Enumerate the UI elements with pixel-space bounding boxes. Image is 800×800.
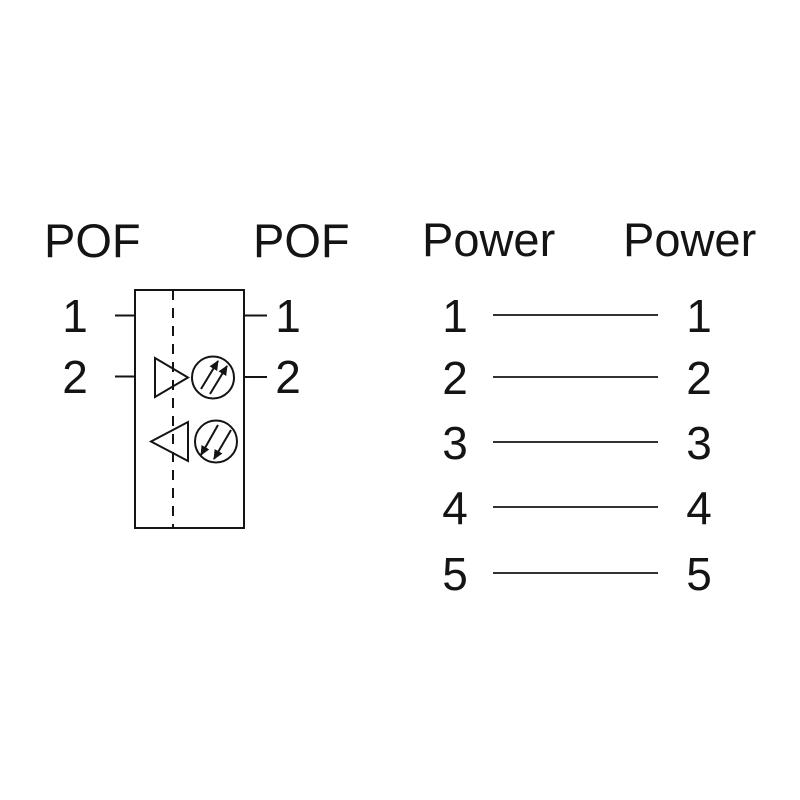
power-pin-right-3: 3: [686, 417, 712, 469]
incoming-light-arrow: [200, 424, 219, 456]
power-title-right: Power: [623, 213, 756, 266]
pof-title-left: POF: [44, 214, 141, 267]
outgoing-light-arrow: [209, 365, 228, 395]
pof-pin-right-1: 1: [275, 290, 301, 342]
power-pin-right-4: 4: [686, 482, 712, 534]
pof-title-right: POF: [253, 214, 350, 267]
receiver-circle: [194, 419, 238, 464]
receiver-triangle: [148, 420, 189, 463]
outgoing-light-arrow: [200, 360, 219, 390]
power-pin-left-4: 4: [442, 482, 468, 534]
pof-pin-left-1: 1: [62, 290, 88, 342]
incoming-light-arrow: [213, 429, 232, 460]
pof-channel-diagram: POF POF 1 2 1 2: [44, 214, 350, 529]
pof-pin-right-2: 2: [275, 351, 301, 403]
power-pin-right-5: 5: [686, 548, 712, 600]
optical-transmitter-icon: [154, 355, 235, 400]
power-pin-left-3: 3: [442, 417, 468, 469]
power-pin-left-1: 1: [442, 290, 468, 342]
transmitter-triangle: [154, 356, 190, 399]
power-channel-diagram: Power Power 1 1 2 2 3 3 4 4 5 5: [422, 213, 756, 600]
optical-receiver-icon: [148, 419, 238, 464]
power-pin-right-2: 2: [686, 352, 712, 404]
power-pin-right-1: 1: [686, 290, 712, 342]
power-pin-left-2: 2: [442, 352, 468, 404]
power-title-left: Power: [422, 213, 555, 266]
transmitter-circle: [191, 355, 235, 400]
converter-box: [134, 289, 245, 529]
power-pin-left-5: 5: [442, 548, 468, 600]
pof-pin-left-2: 2: [62, 351, 88, 403]
